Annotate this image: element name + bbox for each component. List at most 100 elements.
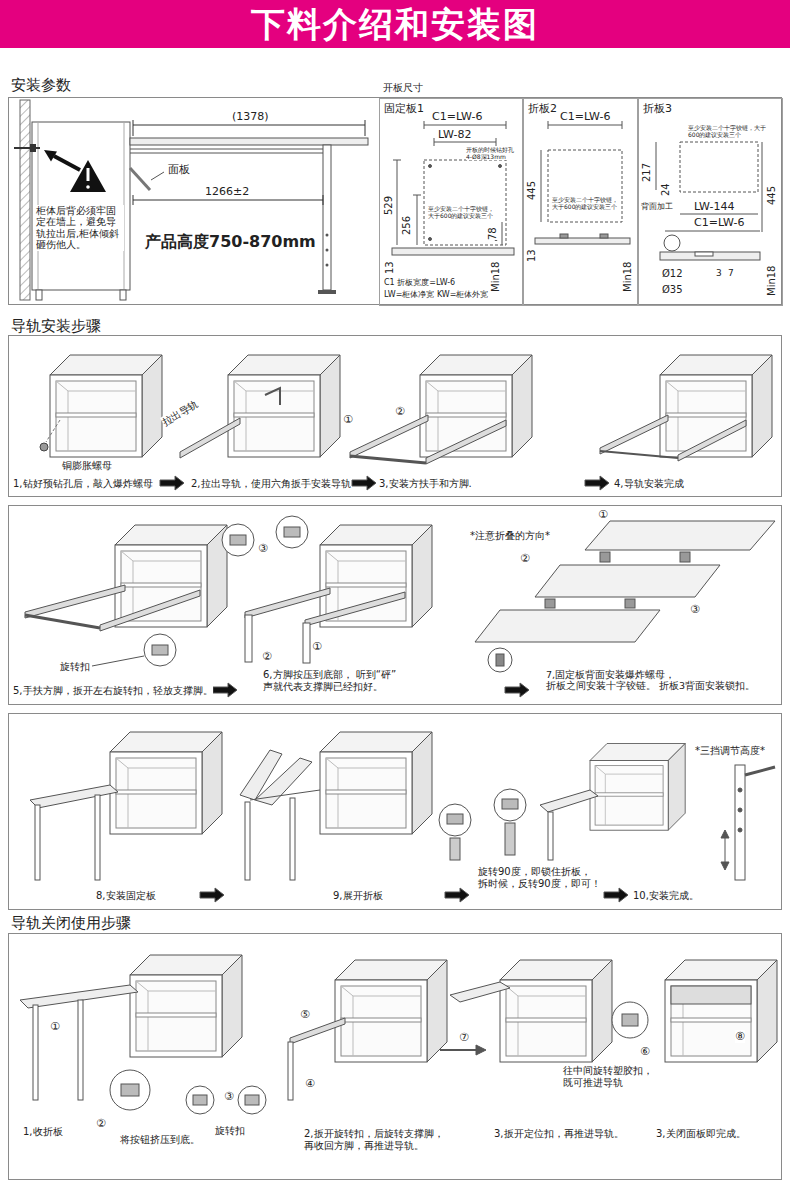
rect-shape (284, 527, 300, 537)
note-label: 拉出导轨 (160, 398, 201, 428)
line-shape (130, 149, 323, 150)
rect-shape (20, 100, 30, 300)
use-shape (130, 955, 242, 1057)
note-label: 往中间旋转塑胶扣， 既可推进导轨 (563, 1065, 675, 1089)
use-shape (335, 960, 447, 1062)
callout-number: ⑧ (735, 1030, 745, 1043)
note-label: 面板 (168, 163, 190, 176)
rect-shape (288, 1042, 293, 1100)
callout-number: ③ (690, 603, 700, 616)
section-heading: 安装参数 (11, 76, 71, 94)
polygon-shape (585, 521, 775, 550)
line-shape (496, 138, 497, 146)
dimension-label: Min18 (490, 262, 502, 292)
note-label: LW=柜体净宽 KW=柜体外宽 (384, 290, 488, 300)
use-shape (445, 888, 469, 902)
dimension-label: Ø12 (662, 268, 683, 280)
note-label: 旋转扣 (60, 661, 90, 673)
rect-shape (130, 138, 368, 145)
note-label: 柜体后背必须牢固定在墙上，避免导轨拉出后,柜体倾斜砸伤他人。 (36, 205, 124, 251)
use-shape (110, 732, 222, 834)
step-caption: 6,方脚按压到底部， 听到“砰”声就代表支撑脚已经扣好。 (263, 669, 463, 693)
rect-shape (622, 1014, 638, 1026)
section-heading: 导轨安装步骤 (11, 317, 101, 335)
step-caption: 3,安装方扶手和方脚. (379, 478, 472, 490)
step-caption: 9,展开折板 (333, 890, 383, 902)
line-shape (250, 790, 320, 800)
callout-number: ⑤ (300, 1008, 310, 1021)
note-label: 旋转90度，即锁住折板， 拆时候，反转90度，即可！ (478, 866, 610, 890)
rect-shape (392, 248, 514, 255)
rect-shape (245, 1095, 259, 1105)
line-shape (365, 120, 366, 136)
step-caption: 7,固定板背面安装爆炸螺母，折板之间安装十字铰链。 折板3背面安装锁扣。 (546, 669, 780, 692)
step-panel: 8,安装固定板9,展开折板10,安装完成。 (8, 713, 782, 910)
note-label: 开板的时候钻好孔 4-Ø8深13mm (466, 146, 520, 160)
circle-shape (326, 234, 329, 237)
note-label: 至少安装二个十字铰链，大于600的建议安装三个 (552, 196, 618, 210)
step-panel: 5,手扶方脚，扳开左右旋转扣，轻放支撑脚。6,方脚按压到底部， 听到“砰”声就代… (8, 505, 782, 705)
callout-number: ② (395, 405, 405, 418)
board-size-figures (392, 121, 762, 260)
rect-shape (245, 802, 250, 880)
circle-shape (429, 165, 432, 168)
line-shape (133, 195, 134, 205)
section-heading: 折板2 (528, 102, 557, 115)
line-shape (133, 120, 134, 136)
step-caption: 10,安装完成。 (633, 890, 699, 902)
line-shape (417, 195, 418, 245)
rect-shape (660, 252, 760, 260)
note-label: 背面加工 (641, 202, 673, 212)
line-shape (424, 121, 425, 129)
dimension-label: LW-144 (694, 200, 735, 213)
section-heading: 固定板1 (384, 102, 424, 115)
circle-shape (612, 1002, 648, 1038)
dimension-label: 13 (526, 249, 538, 262)
rect-shape (600, 234, 608, 238)
install-parameter-figure (14, 100, 368, 300)
line-shape (133, 125, 365, 126)
polygon-shape (70, 160, 106, 192)
polygon-shape (25, 585, 125, 618)
polygon-shape (426, 420, 506, 464)
line-shape (665, 231, 760, 232)
line-shape (680, 214, 758, 215)
polygon-shape (721, 862, 729, 870)
polygon-shape (450, 982, 510, 1002)
polygon-shape (476, 1045, 486, 1055)
use-shape (585, 476, 609, 490)
section-heading: 折板3 (643, 102, 672, 115)
dimension-label: 24 (660, 183, 672, 196)
page-title: 下料介绍和安装图 (0, 4, 790, 44)
step-caption: 1,收折板 (23, 1126, 63, 1138)
note-label: *注意折叠的方向* (470, 530, 550, 542)
use-shape (320, 732, 432, 834)
rect-shape (735, 765, 745, 880)
line-shape (393, 160, 401, 161)
line-shape (506, 121, 507, 129)
line-shape (725, 835, 726, 865)
polygon-shape (678, 420, 746, 461)
note-label: 至少安装二个十字铰链，大于600的建议安装三个 (688, 124, 768, 138)
line-shape (92, 656, 144, 666)
rect-shape (30, 144, 36, 152)
rect-shape (505, 823, 515, 855)
circle-shape (429, 238, 432, 241)
dimension-label: 7 (728, 268, 734, 279)
circle-shape (86, 185, 90, 189)
rect-shape (193, 1095, 207, 1105)
line-shape (133, 200, 323, 201)
rail-install-figures (40, 355, 772, 490)
line-shape (323, 195, 324, 205)
polygon-shape (180, 418, 240, 458)
circle-shape (494, 789, 526, 821)
line-shape (502, 222, 503, 245)
rect-shape (230, 535, 246, 545)
circle-shape (222, 524, 254, 556)
use-shape (590, 744, 685, 831)
polygon-shape (44, 150, 57, 162)
line-shape (46, 420, 60, 442)
circle-shape (40, 443, 48, 451)
line-shape (130, 153, 323, 154)
use-shape (115, 525, 227, 627)
